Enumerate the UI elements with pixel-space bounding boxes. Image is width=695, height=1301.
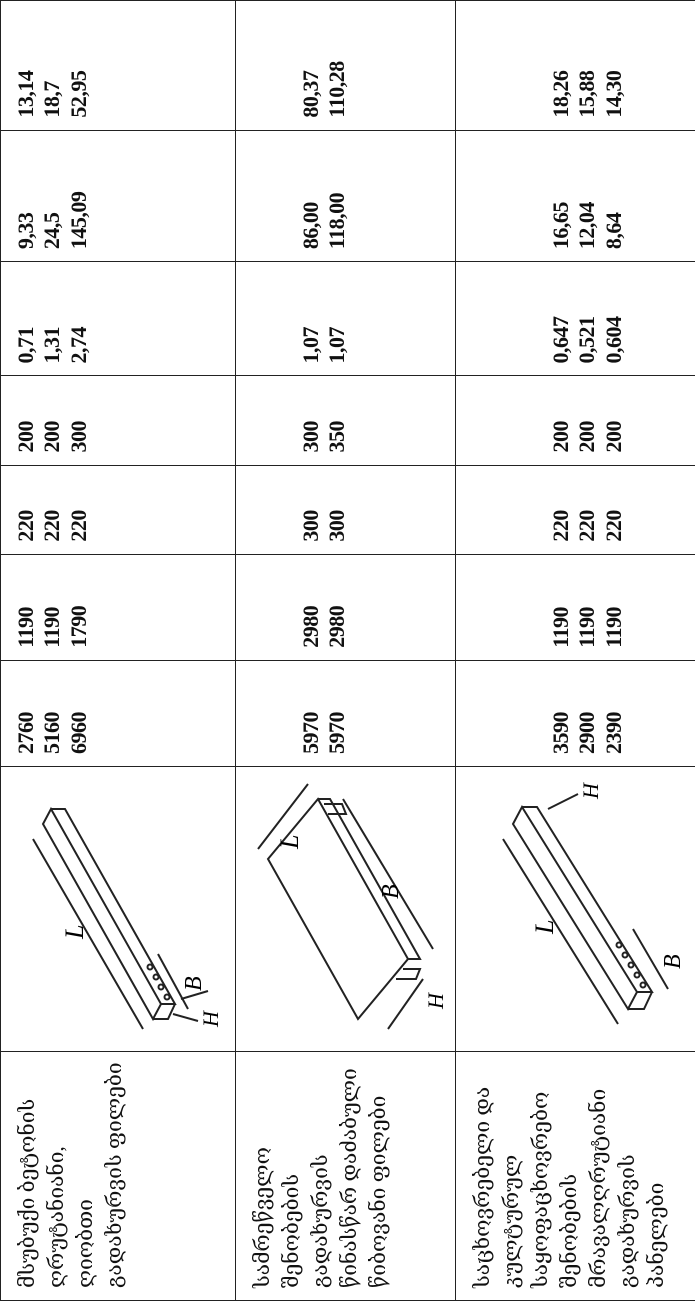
slab-sketch: L B H — [0, 766, 236, 1052]
slab-sketch: L B H — [235, 766, 456, 1052]
sketch-label-B: B — [660, 954, 686, 969]
sketch-label-H: H — [198, 1010, 223, 1028]
sketch-label-L: L — [60, 925, 89, 940]
table-row: მსუბუქი ბეტონის ღრუტანიანი, ღიობთი გადახ… — [0, 0, 236, 1301]
row-description: მსუბუქი ბეტონის ღრუტანიანი, ღიობთი გადახ… — [0, 1051, 236, 1301]
row-description: სამრეწველო შენობების გადახურვის წინასწარ… — [235, 1051, 456, 1301]
multi-hollow-panel-icon: L B H — [502, 782, 686, 1025]
sketch-label-H: H — [423, 992, 448, 1010]
sketch-label-L: L — [530, 920, 559, 935]
sketch-label-H: H — [578, 782, 603, 800]
hollow-core-slab-icon: L B H — [32, 806, 223, 1030]
row-description: საცხოვრებელი და კულტურულ საყოფაცხოვრებო … — [455, 1051, 695, 1301]
slab-sketch: L B H — [455, 766, 695, 1052]
table-row: საცხოვრებელი და კულტურულ საყოფაცხოვრებო … — [455, 0, 695, 1301]
sketch-label-L: L — [275, 835, 304, 850]
ribbed-slab-icon: L B H — [257, 783, 448, 1030]
table-row: სამრეწველო შენობების გადახურვის წინასწარ… — [235, 0, 456, 1301]
sketch-label-B: B — [181, 976, 207, 991]
sketch-label-B: B — [378, 884, 404, 899]
